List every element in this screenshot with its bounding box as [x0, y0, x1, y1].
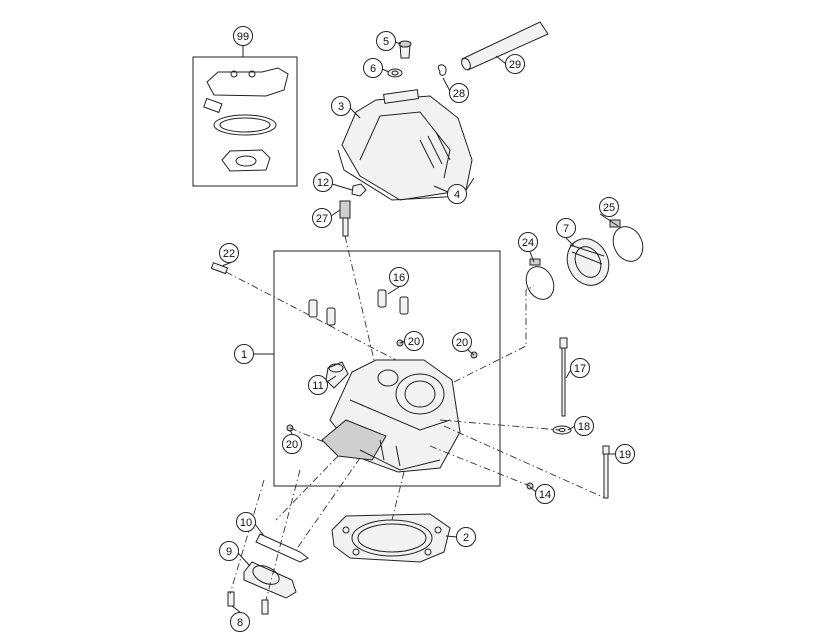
callout-circle — [599, 197, 619, 217]
callout-c9: 9 — [219, 541, 239, 561]
temperature-sensor — [339, 200, 351, 237]
exhaust-flange-group — [227, 533, 309, 615]
callout-number: 6 — [370, 63, 376, 75]
callout-number: 17 — [574, 363, 586, 375]
callout-c24: 24 — [518, 232, 538, 252]
callout-number: 9 — [226, 546, 232, 558]
callout-number: 25 — [603, 202, 615, 214]
callout-c29: 29 — [505, 54, 525, 74]
cylinder-head-body — [286, 339, 478, 473]
callout-c22: 22 — [219, 243, 239, 263]
callout-number: 16 — [393, 272, 405, 284]
callout-c12: 12 — [313, 172, 333, 192]
callout-number: 29 — [509, 59, 521, 71]
callout-c2: 2 — [456, 527, 476, 547]
callout-c3: 3 — [331, 96, 351, 116]
callout-c27: 27 — [312, 208, 332, 228]
callout-c11: 11 — [308, 375, 328, 395]
callout-c1: 1 — [234, 344, 254, 364]
callout-circle — [312, 208, 332, 228]
callout-number: 8 — [237, 617, 243, 629]
callout-circle — [282, 434, 302, 454]
callout-number: 27 — [316, 213, 328, 225]
callout-c19: 19 — [615, 444, 635, 464]
valve-guides — [308, 289, 409, 326]
callout-circle — [518, 232, 538, 252]
callout-circle — [308, 375, 328, 395]
callout-number: 19 — [619, 449, 631, 461]
gasket-kit-box — [192, 46, 298, 187]
callout-circle — [574, 416, 594, 436]
cylinder-head-box — [254, 250, 501, 487]
callout-number: 7 — [563, 223, 569, 235]
callout-circle — [535, 484, 555, 504]
callout-c28: 28 — [449, 83, 469, 103]
callout-c8: 8 — [230, 612, 250, 632]
callout-circle — [230, 612, 250, 632]
callout-circle — [219, 541, 239, 561]
callout-c17: 17 — [570, 358, 590, 378]
callout-c14: 14 — [535, 484, 555, 504]
callout-number: 5 — [383, 36, 389, 48]
callout-circle — [456, 527, 476, 547]
callout-number: 11 — [312, 380, 323, 392]
intake-group — [525, 219, 644, 300]
callout-c18: 18 — [574, 416, 594, 436]
callout-circle — [449, 83, 469, 103]
valve-cover-group — [337, 40, 475, 201]
callout-number: 18 — [578, 421, 590, 433]
callout-c10: 10 — [236, 512, 256, 532]
callout-circle — [452, 332, 472, 352]
callout-circle — [331, 96, 351, 116]
callout-c20c: 20 — [282, 434, 302, 454]
breather-hose-group — [437, 21, 549, 76]
callout-number: 20 — [286, 439, 298, 451]
callout-number: 24 — [522, 237, 534, 249]
callout-number: 20 — [408, 336, 420, 348]
callout-circle — [570, 358, 590, 378]
callout-circle — [233, 26, 253, 46]
callout-c20a: 20 — [404, 331, 424, 351]
callout-number: 99 — [237, 31, 249, 43]
callout-c25: 25 — [599, 197, 619, 217]
callout-c16: 16 — [389, 267, 409, 287]
callout-circle — [363, 58, 383, 78]
callout-circle — [313, 172, 333, 192]
head-gasket — [331, 513, 451, 563]
callout-circle — [389, 267, 409, 287]
callout-c20b: 20 — [452, 332, 472, 352]
callout-number: 2 — [463, 532, 469, 544]
callout-number: 3 — [338, 101, 344, 113]
callout-number: 14 — [539, 489, 551, 501]
callout-circle — [505, 54, 525, 74]
callout-circle — [236, 512, 256, 532]
callout-c99: 99 — [233, 26, 253, 46]
callout-circle — [615, 444, 635, 464]
callout-number: 20 — [456, 337, 468, 349]
callout-circle — [219, 243, 239, 263]
callout-circle — [404, 331, 424, 351]
callout-number: 10 — [240, 517, 252, 529]
callout-number: 12 — [317, 177, 329, 189]
callout-circle — [556, 218, 576, 238]
callout-c7: 7 — [556, 218, 576, 238]
callout-c6: 6 — [363, 58, 383, 78]
callout-number: 1 — [241, 349, 247, 361]
callout-number: 28 — [453, 88, 465, 100]
callout-circle — [234, 344, 254, 364]
assembly-lines — [225, 235, 606, 601]
callout-number: 22 — [223, 248, 235, 260]
callout-c4: 4 — [447, 184, 467, 204]
callout-number: 4 — [454, 189, 460, 201]
callout-c5: 5 — [376, 31, 396, 51]
callout-circle — [447, 184, 467, 204]
callout-circle — [376, 31, 396, 51]
